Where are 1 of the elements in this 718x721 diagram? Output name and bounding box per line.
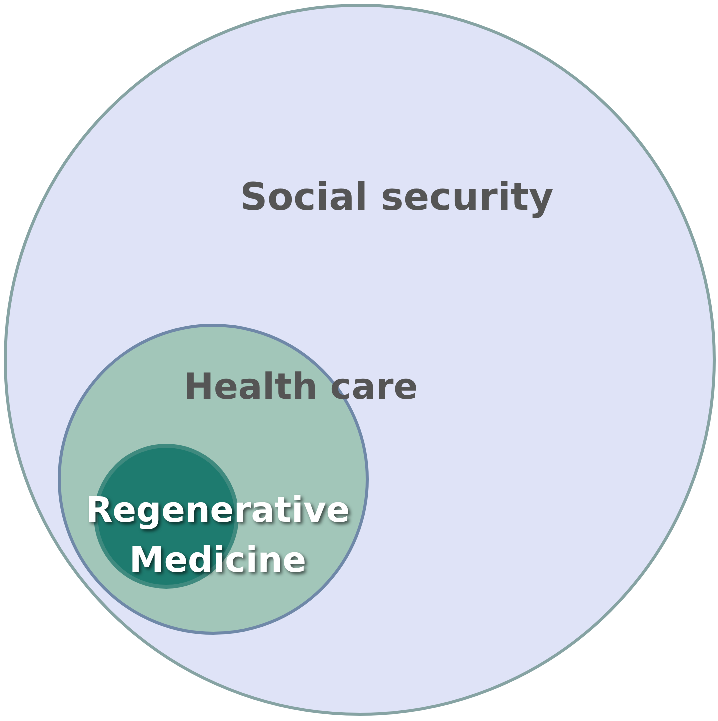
circle-label: Social security [239, 174, 555, 221]
